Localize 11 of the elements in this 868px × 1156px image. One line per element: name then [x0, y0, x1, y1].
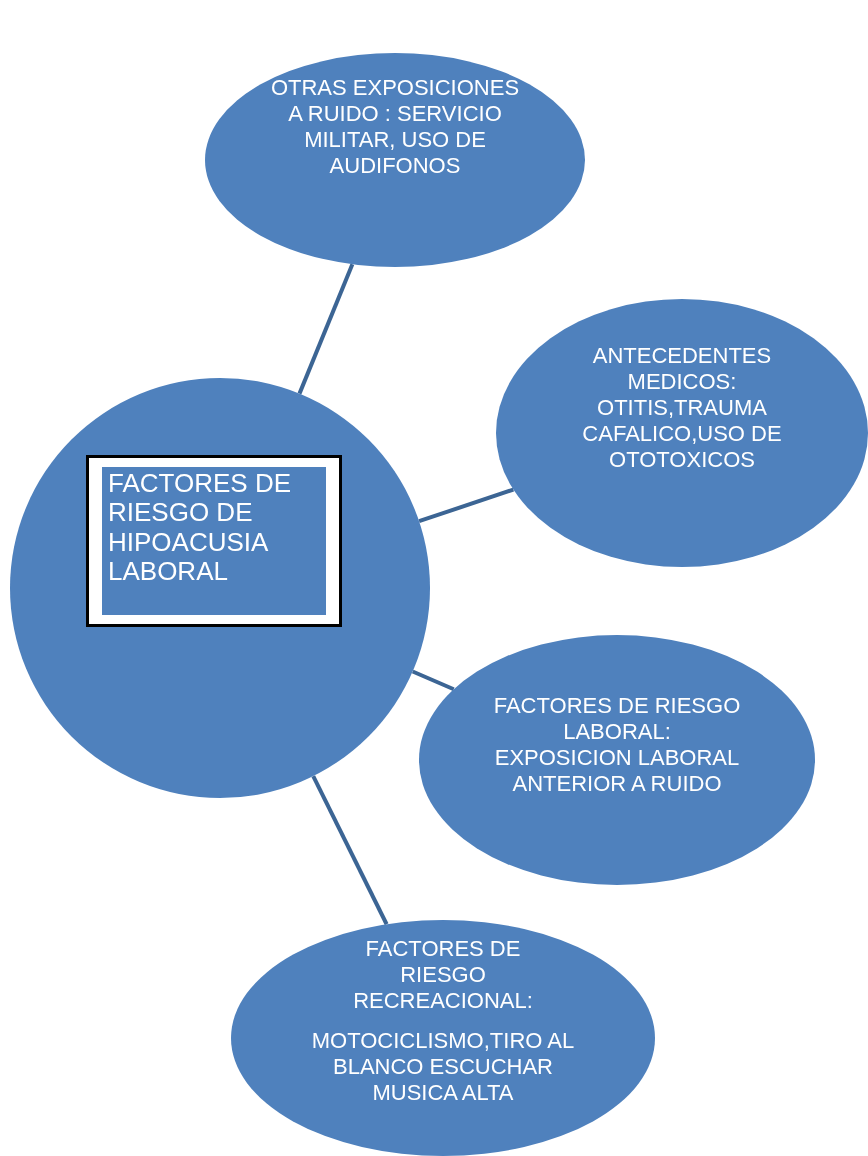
node-text: ANTECEDENTES MEDICOS: OTITIS,TRAUMA CAFALICO,USO DE OTOTOXICOS: [581, 343, 783, 473]
connector-line: [411, 669, 455, 692]
connector-line: [311, 775, 389, 926]
connector-line: [418, 487, 515, 524]
title-text: FACTORES DE RIESGO DE HIPOACUSIA LABORAL: [102, 467, 326, 615]
title-box: [86, 455, 342, 627]
node-text: FACTORES DE RIESGO RECREACIONAL:: [352, 936, 534, 1014]
node-text: MOTOCICLISMO,TIRO AL BLANCO ESCUCHAR MUSICA ALTA: [310, 1028, 576, 1106]
node-text: OTRAS EXPOSICIONES A RUIDO : SERVICIO MILITAR, USO DE AUDIFONOS: [269, 75, 521, 179]
node-text: FACTORES DE RIESGO LABORAL: EXPOSICION LABORAL ANTERIOR A RUIDO: [492, 693, 742, 797]
connector-line: [297, 263, 355, 395]
